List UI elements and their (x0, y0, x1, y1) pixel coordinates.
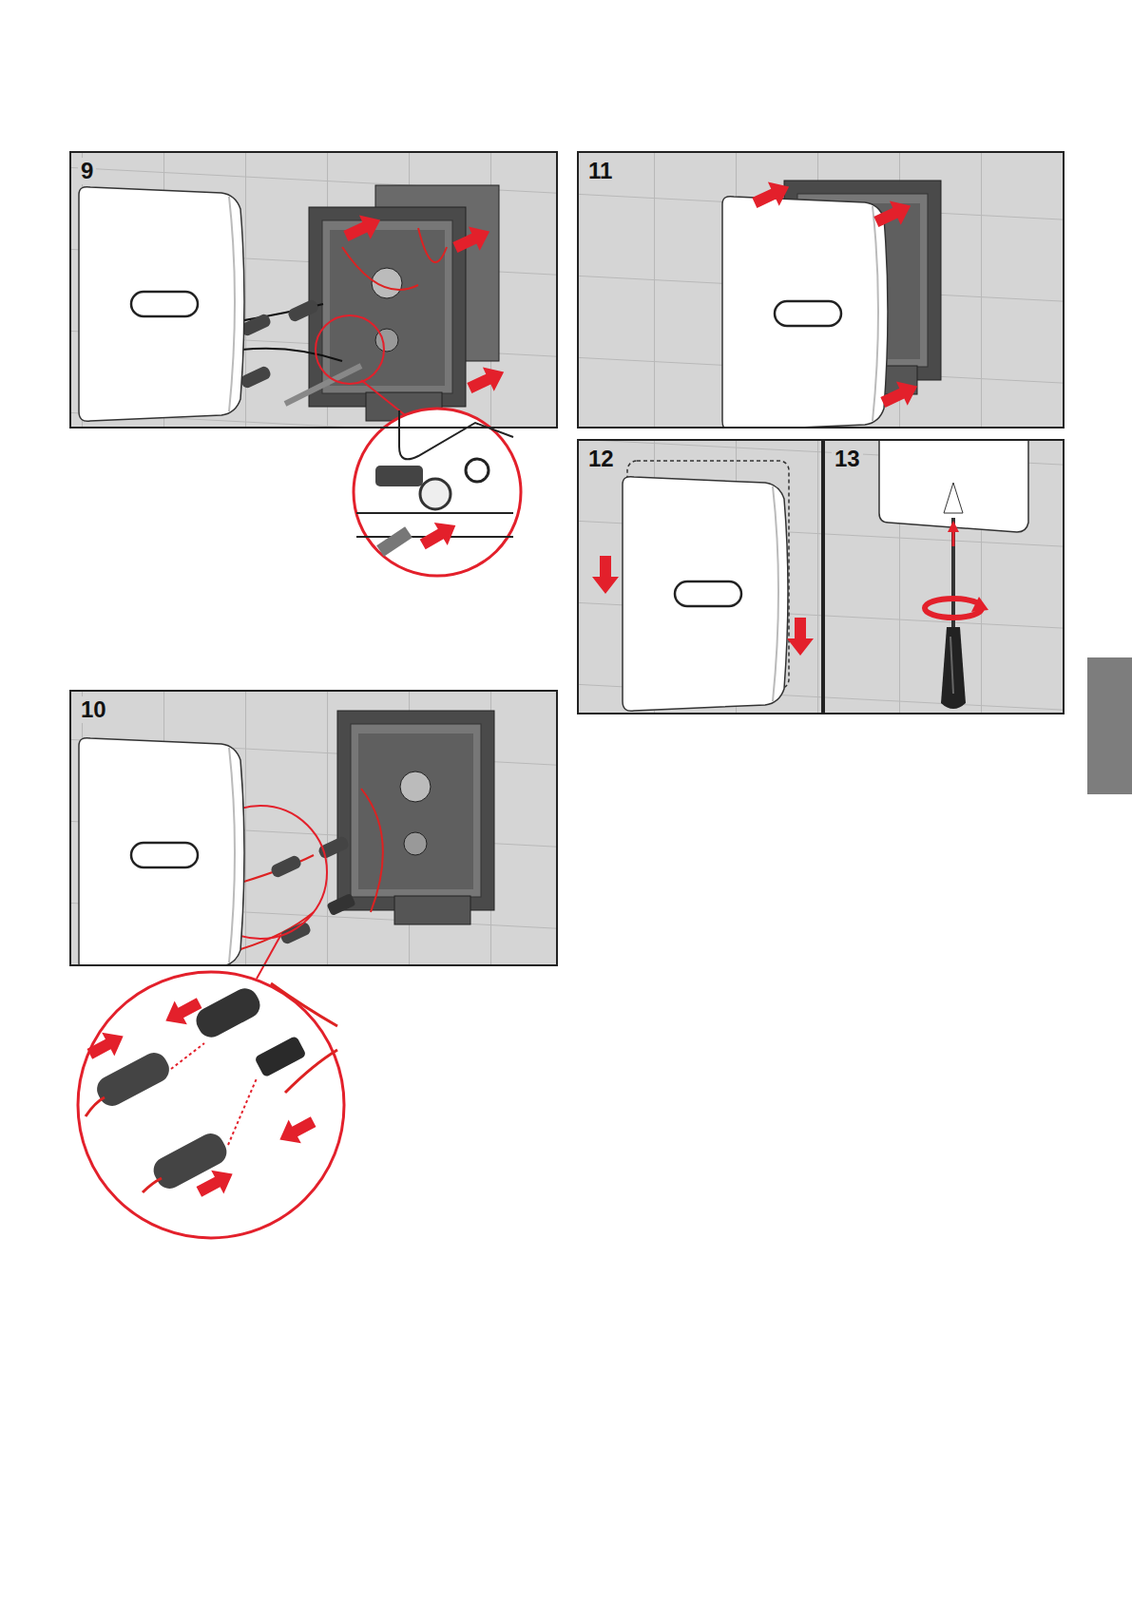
step-number: 11 (585, 157, 615, 185)
step-number: 9 (77, 157, 96, 185)
step-panel: 10 (69, 690, 558, 967)
step-11-illustration (576, 151, 1065, 429)
step-13-illustration (823, 439, 1065, 715)
step-12-illustration (576, 439, 824, 715)
step-number: 12 (585, 445, 617, 473)
zoom-detail-10 (77, 936, 345, 1239)
side-tab (1087, 657, 1132, 795)
step-panel: 12 (576, 439, 824, 715)
step-panel: 9 (69, 151, 558, 429)
step-panel: 11 (576, 151, 1065, 429)
step-9-illustration (69, 151, 558, 429)
step-number: 13 (831, 445, 864, 473)
step-number: 10 (77, 696, 110, 724)
zoom-detail-9 (353, 380, 521, 576)
step-panel: 13 (823, 439, 1065, 715)
step-10-illustration (69, 690, 558, 967)
